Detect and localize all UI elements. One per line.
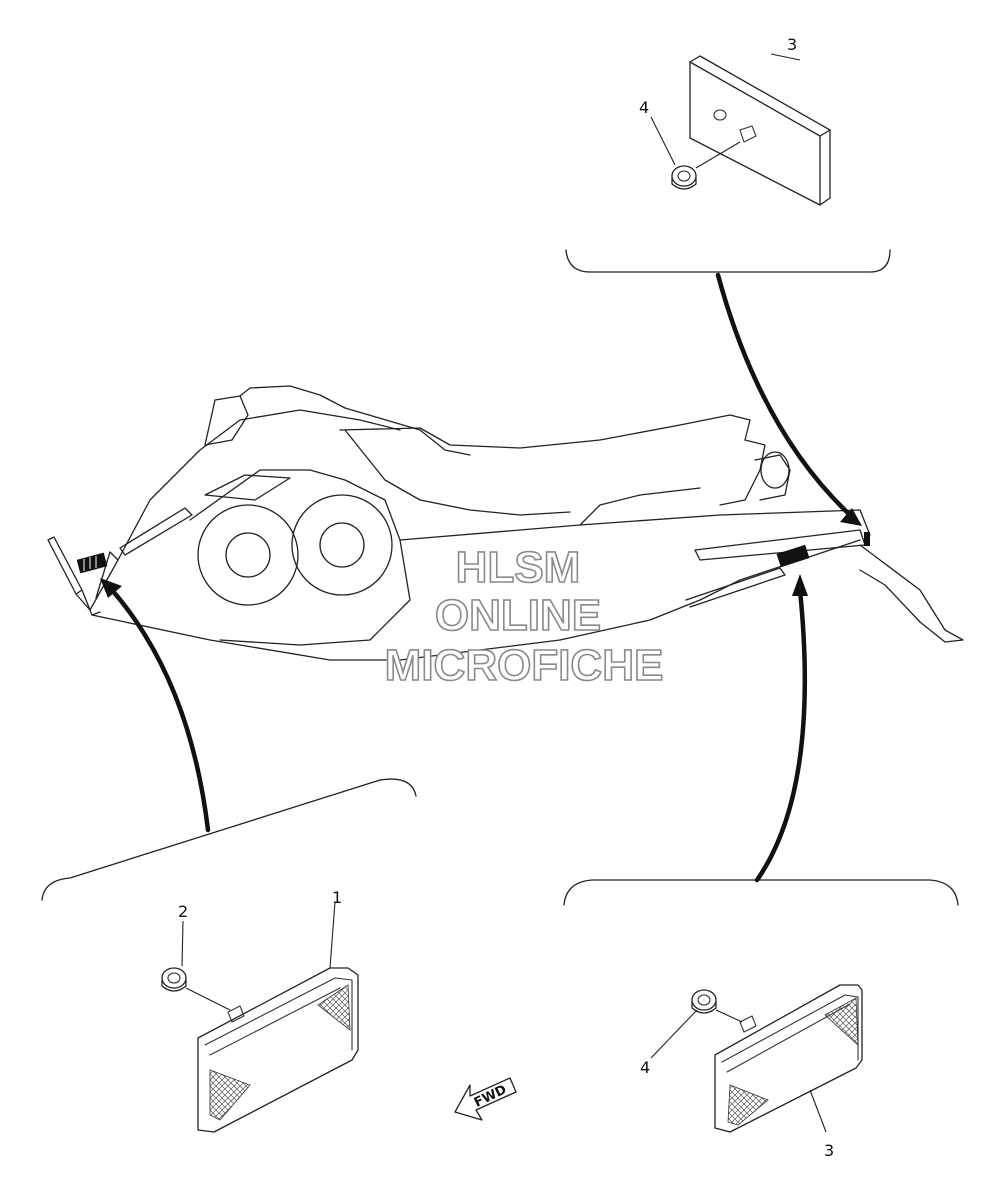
watermark-line1: HLSM <box>456 543 581 592</box>
watermark-line3: MICROFICHE <box>385 641 664 690</box>
watermark-line2: ONLINE <box>435 591 601 640</box>
callout-labels: 3 4 2 1 4 3 <box>178 35 834 1160</box>
inset-bottom-right <box>563 879 959 1133</box>
rear-reflector-plate-top <box>689 55 831 206</box>
fwd-direction-arrow: FWD <box>454 1077 517 1121</box>
reflector-mount-tail <box>864 532 870 546</box>
side-reflector-right <box>714 984 863 1133</box>
reflector-mount-rear <box>776 544 810 568</box>
callout-4-bottom: 4 <box>640 1058 650 1077</box>
reflector-mount-front <box>76 552 108 574</box>
callout-3-bottom: 3 <box>824 1141 834 1160</box>
callout-3-top: 3 <box>787 35 797 54</box>
callout-1: 1 <box>332 888 342 907</box>
snowmobile-outline <box>47 385 964 661</box>
inset-bottom-left <box>41 778 417 1133</box>
front-reflector <box>197 967 359 1133</box>
watermark: HLSM ONLINE MICROFICHE <box>384 542 664 691</box>
nut-right <box>691 989 717 1014</box>
callout-2: 2 <box>178 902 188 921</box>
inset-top <box>565 53 891 273</box>
callout-4-top: 4 <box>639 98 649 117</box>
pointer-arrows <box>100 272 862 883</box>
nut-top <box>671 165 697 190</box>
nut-front <box>161 967 187 992</box>
